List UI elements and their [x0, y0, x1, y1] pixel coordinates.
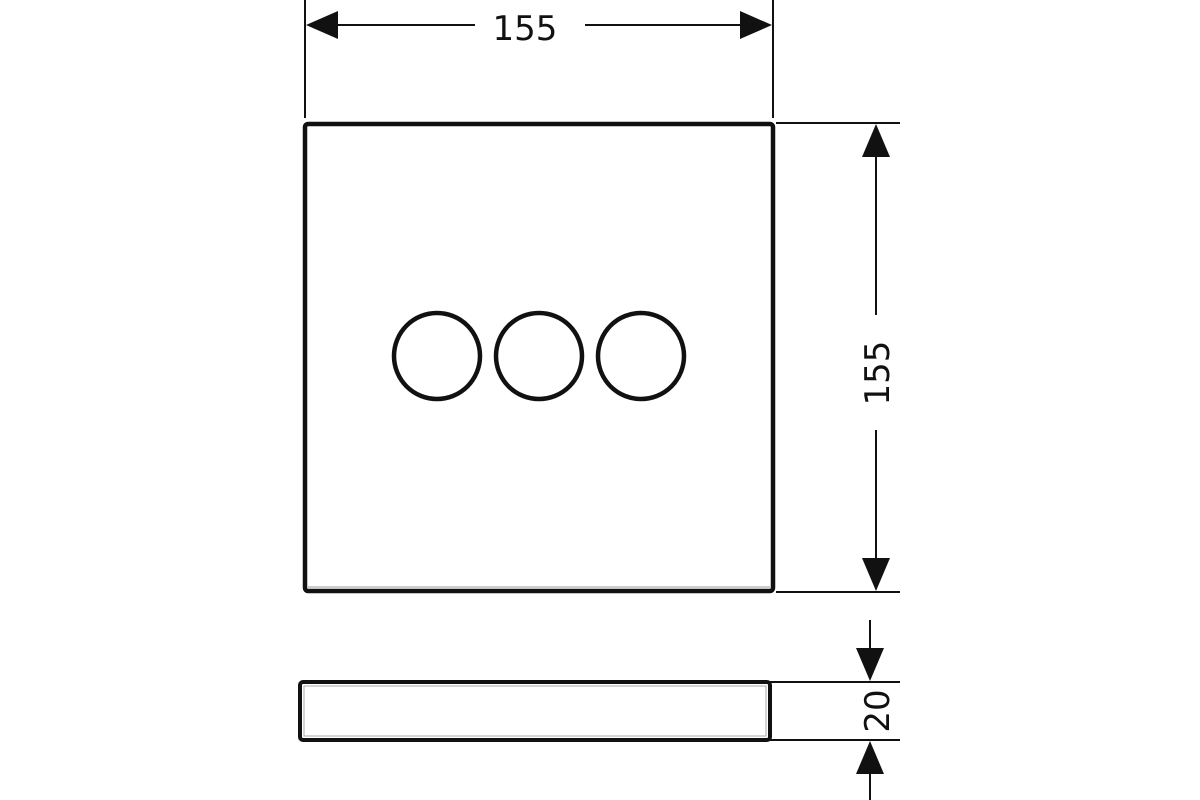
button-3 — [595, 310, 687, 402]
side-profile — [298, 680, 772, 742]
buttons — [391, 310, 687, 402]
button-1 — [391, 310, 483, 402]
arrow-down-icon — [862, 558, 890, 591]
height-dimension — [776, 122, 900, 593]
arrow-right-icon — [740, 11, 772, 39]
arrow-left-icon — [306, 11, 338, 39]
arrow-down-icon — [856, 648, 884, 681]
arrow-up-icon — [856, 741, 884, 774]
depth-dimension — [770, 620, 900, 800]
button-2 — [493, 310, 585, 402]
height-label: 155 — [858, 341, 898, 406]
width-label: 155 — [493, 9, 558, 49]
front-plate — [302, 121, 776, 594]
depth-label: 20 — [858, 689, 898, 732]
arrow-up-icon — [862, 124, 890, 157]
width-dimension — [304, 0, 774, 118]
